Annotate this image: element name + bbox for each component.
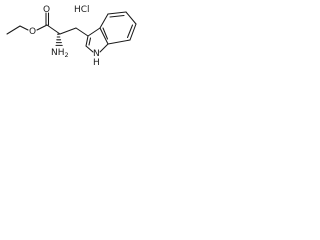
- ring-nitrogen-label: N: [93, 49, 100, 59]
- benzene-ring: [99, 11, 137, 45]
- ester-group: [6, 12, 61, 35]
- bond-c3a-c7a: [99, 27, 109, 45]
- bond-c2-c3-inner: [88, 37, 92, 46]
- bond-ch2-o: [19, 25, 29, 31]
- bond-n1-c2: [85, 45, 94, 53]
- bond-c2-c3: [85, 35, 89, 47]
- amine-label: NH2: [51, 48, 69, 59]
- salt-label: HCl: [74, 5, 90, 15]
- bond-alpha-beta: [59, 27, 77, 35]
- ester-oxygen-label: O: [29, 27, 36, 37]
- pyrrole-ring: [85, 27, 109, 53]
- bond-c7a-n1: [99, 43, 109, 53]
- bond-carbonyl-alpha: [46, 24, 61, 35]
- ring-hydrogen-label: H: [93, 58, 100, 68]
- structure-diagram: O O NH2 N H HCl: [6, 5, 137, 68]
- amine-subscript: 2: [65, 51, 69, 59]
- carbonyl-oxygen-label: O: [43, 5, 50, 15]
- amine-text: NH: [51, 48, 65, 58]
- bond-o-carbonyl: [36, 24, 48, 31]
- bond-beta-c3: [75, 27, 89, 37]
- bond-ch3-ch2: [6, 25, 21, 35]
- bond-c3-c3a: [87, 27, 101, 37]
- stereo-hash-bond: [55, 33, 63, 46]
